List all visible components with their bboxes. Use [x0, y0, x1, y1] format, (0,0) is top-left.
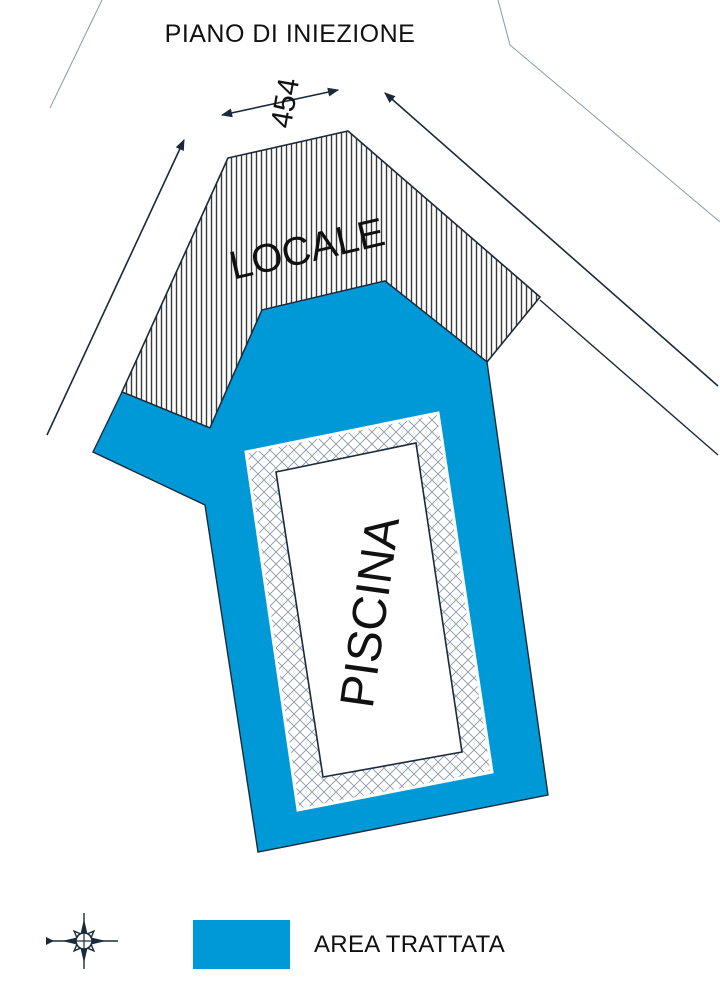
diagonal-line-right [539, 299, 719, 456]
dimension-label: 454 [265, 76, 306, 131]
plan-title: PIANO DI INIEZIONE [164, 20, 416, 48]
legend-swatch [193, 920, 290, 969]
dimension-arrow [220, 87, 340, 118]
arrow-line-left [46, 138, 185, 436]
compass-rose-icon [46, 913, 118, 969]
boundary-line-left [49, 0, 103, 109]
legend: AREA TRATTATA [193, 920, 505, 969]
arrow-line-right [384, 92, 719, 387]
legend-label: AREA TRATTATA [314, 930, 506, 958]
boundary-line-right [497, 0, 720, 223]
pool [275, 442, 463, 778]
